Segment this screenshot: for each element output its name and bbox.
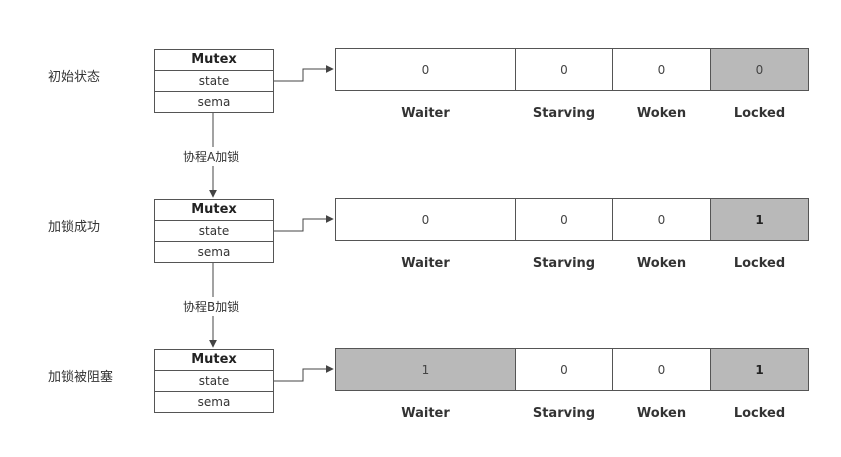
field-name-locked: Locked — [733, 106, 786, 121]
field-name-waiter: Waiter — [401, 256, 450, 271]
field-name-locked: Locked — [733, 256, 786, 271]
bit-waiter: 1 — [335, 348, 516, 391]
bit-woken: 0 — [612, 48, 711, 91]
mutex-title: Mutex — [155, 200, 273, 221]
bit-waiter: 0 — [335, 198, 516, 241]
state-bits-row-2: 0 0 0 1 — [335, 198, 809, 241]
mutex-field-sema: sema — [197, 95, 231, 109]
bit-locked: 1 — [710, 348, 809, 391]
field-name-waiter: Waiter — [401, 406, 450, 421]
field-name-starving: Starving — [532, 256, 596, 271]
bit-waiter: 0 — [335, 48, 516, 91]
state-connector-2 — [274, 215, 334, 232]
field-name-woken: Woken — [636, 106, 687, 121]
mutex-title: Mutex — [155, 50, 273, 71]
bit-starving: 0 — [515, 198, 613, 241]
bit-starving: 0 — [515, 48, 613, 91]
mutex-struct-3: Mutex state sema — [154, 349, 274, 413]
bit-locked: 1 — [710, 198, 809, 241]
bit-woken: 0 — [612, 348, 711, 391]
field-name-starving: Starving — [532, 406, 596, 421]
field-name-woken: Woken — [636, 256, 687, 271]
state-label-lock-success: 加锁成功 — [48, 220, 101, 235]
mutex-struct-2: Mutex state sema — [154, 199, 274, 263]
field-name-locked: Locked — [733, 406, 786, 421]
mutex-field-state: state — [155, 71, 273, 92]
state-bits-row-3: 1 0 0 1 — [335, 348, 809, 391]
state-label-initial: 初始状态 — [48, 70, 101, 85]
state-connector-1 — [274, 65, 334, 82]
mutex-field-sema: sema — [197, 245, 231, 259]
mutex-field-state: state — [155, 221, 273, 242]
field-name-woken: Woken — [636, 406, 687, 421]
field-name-waiter: Waiter — [401, 106, 450, 121]
mutex-field-state: state — [155, 371, 273, 392]
bit-locked: 0 — [710, 48, 809, 91]
state-bits-row-1: 0 0 0 0 — [335, 48, 809, 91]
state-connector-3 — [274, 365, 334, 382]
bit-starving: 0 — [515, 348, 613, 391]
transition-label-2: 协程B加锁 — [183, 297, 240, 316]
bit-woken: 0 — [612, 198, 711, 241]
mutex-title: Mutex — [155, 350, 273, 371]
transition-label-1: 协程A加锁 — [183, 147, 240, 166]
mutex-struct-1: Mutex state sema — [154, 49, 274, 113]
field-name-starving: Starving — [532, 106, 596, 121]
state-label-lock-blocked: 加锁被阻塞 — [48, 370, 114, 385]
mutex-field-sema: sema — [197, 395, 231, 409]
